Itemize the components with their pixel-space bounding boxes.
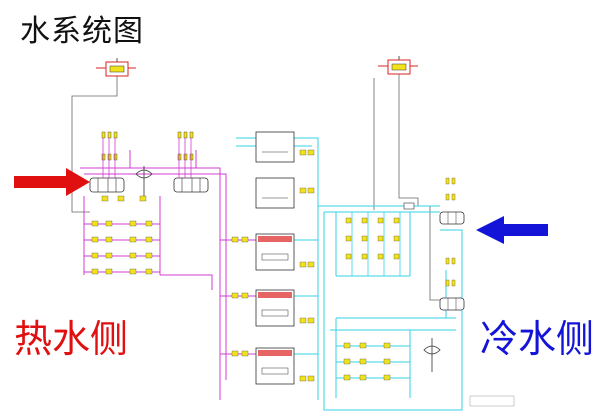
cold-riser-valves bbox=[445, 177, 456, 287]
cold-side-label: 冷水侧 bbox=[480, 317, 595, 361]
hot-manifold-right bbox=[173, 177, 209, 193]
heat-pump-unit-3 bbox=[255, 347, 295, 385]
hot-riser-lines bbox=[102, 138, 192, 178]
hot-manifold-left bbox=[89, 177, 125, 193]
cold-tank-middle bbox=[255, 177, 295, 209]
cold-riser-pipes bbox=[351, 212, 401, 276]
cold-bypass-loop bbox=[423, 338, 441, 372]
cold-water-pipes bbox=[236, 137, 463, 411]
diagram-title: 水系统图 bbox=[20, 14, 144, 49]
connecting-lines bbox=[71, 74, 446, 301]
unit-pump-valves bbox=[231, 149, 315, 382]
hot-branch-valves bbox=[91, 195, 153, 275]
cold-branch-valves bbox=[343, 217, 400, 381]
cold-water-arrow bbox=[476, 216, 548, 244]
heat-pump-unit-2 bbox=[255, 289, 295, 327]
cold-manifold bbox=[439, 211, 465, 225]
heat-pump-unit-1 bbox=[255, 233, 295, 271]
cold-tank-top bbox=[255, 131, 295, 163]
hot-side-label: 热水侧 bbox=[14, 317, 129, 361]
expansion-tank-left bbox=[96, 58, 136, 77]
hot-bypass-loop bbox=[135, 166, 153, 196]
hot-water-arrow bbox=[14, 168, 90, 196]
cold-line-filter bbox=[403, 202, 415, 210]
expansion-tank-right bbox=[378, 56, 418, 75]
drawing-title-block bbox=[469, 395, 515, 407]
cold-manifold-lower bbox=[439, 297, 465, 311]
hot-riser-valves bbox=[101, 131, 194, 161]
